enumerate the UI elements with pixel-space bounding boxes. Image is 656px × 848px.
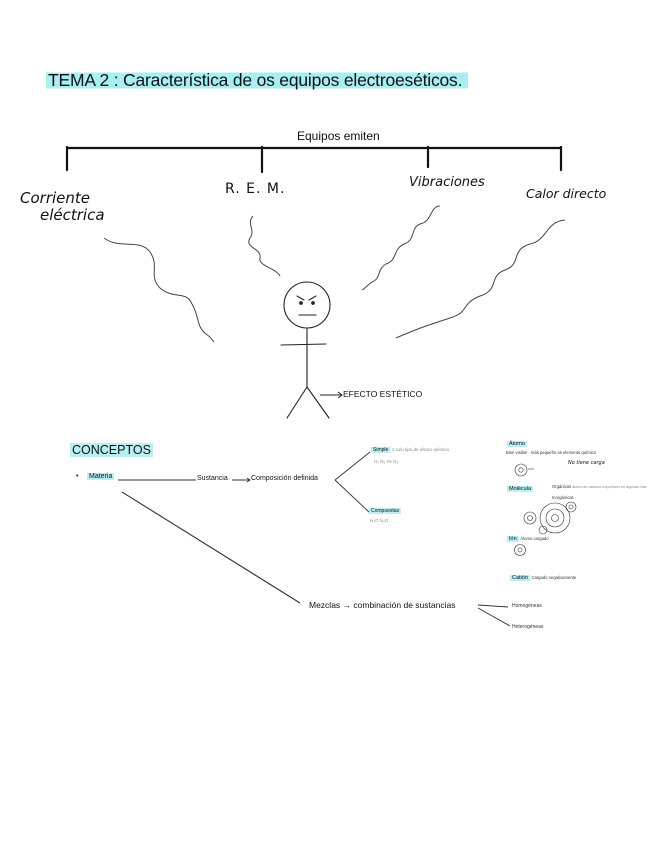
stick-figure-head [283,281,331,329]
simple-desc: 1 solo tipo de efecto químico [391,447,449,452]
stick-figure-brow-left [296,295,305,301]
line-materia-mezclas [121,491,301,604]
organicas-desc: átomo de carbono mayoritario en algunas … [572,485,647,489]
inorganicas-label: Inorgánicas [552,495,574,500]
atomo-label: Átomo [507,441,527,447]
ion-text: Ión [507,536,519,542]
compuestas-examples: H₂O N₂O [370,518,389,523]
composicion-label: Composición definida [251,475,318,482]
mezclas-label: Mezclas → combinación de sustancias [309,600,456,610]
branch-rem: R. E. M. [225,181,286,197]
simple-text: Simple [371,447,391,453]
molecula-label: Molécula [507,486,534,492]
wave-calor [395,219,566,339]
ion-label: Ión Átomo cargado [507,536,549,542]
stick-figure-leg-right [306,386,330,419]
line-composicion-simple [334,451,371,481]
wave-corriente [103,237,215,343]
ion-desc: Átomo cargado [520,536,549,541]
compuestas-label: Compuestas [369,508,402,514]
concepts-heading: CONCEPTOS [70,443,153,457]
stick-figure-arms [280,343,327,346]
branch-corriente-line1: Corriente [20,189,90,207]
page-title: TEMA 2 : Característica de os equipos el… [46,70,469,91]
atom-sketch [514,463,528,477]
root-label: Equipos emiten [297,129,380,143]
sustancia-label: Sustancia [197,475,228,482]
branch-corriente-line2: eléctrica [40,206,105,224]
atomo-desc: Bien visible · más pequeño es elemento q… [506,450,597,455]
line-composicion-compuestas [334,479,371,514]
atomo-text: Átomo [507,441,527,447]
stick-figure-leg-left [286,386,308,419]
line-mezclas-homogeneas [477,604,509,608]
wave-rem [248,215,281,277]
branch-calor: Calor directo [526,186,607,201]
stick-figure-brow-right [308,295,317,301]
molecule-sketch-large [539,502,571,534]
no-tiene-carga: No tiene carga [568,460,605,466]
effect-label: EFECTO ESTÉTICO [343,389,423,399]
branch-vibraciones: Vibraciones [409,175,485,190]
compuestas-text: Compuestas [369,508,402,514]
heterogeneas-label: Heterogéneas [512,624,544,630]
concepts-heading-text: CONCEPTOS [70,443,153,457]
concepts-bullet: • [76,473,79,480]
cation-text: Catión [510,575,530,581]
molecule-sketch-small [523,511,537,525]
cation-label: Catión Cargado negativamente [510,575,576,581]
line-mezclas-heterogeneas [477,607,511,627]
ion-sketch [514,544,526,556]
simple-examples: H₂ N₂ Fe O₂ [374,459,399,464]
materia-text: Materia [87,473,115,480]
homogeneas-label: Homogéneas [512,603,542,609]
molecula-text: Molécula [507,486,534,492]
wave-vibraciones [361,205,441,291]
materia-label: Materia [87,473,115,480]
organicas-label: Orgánicas átomo de carbono mayoritario e… [552,484,646,489]
simple-label: Simple 1 solo tipo de efecto químico [371,447,449,453]
cation-desc: Cargado negativamente [531,575,577,580]
organicas-text: Orgánicas [552,484,572,489]
